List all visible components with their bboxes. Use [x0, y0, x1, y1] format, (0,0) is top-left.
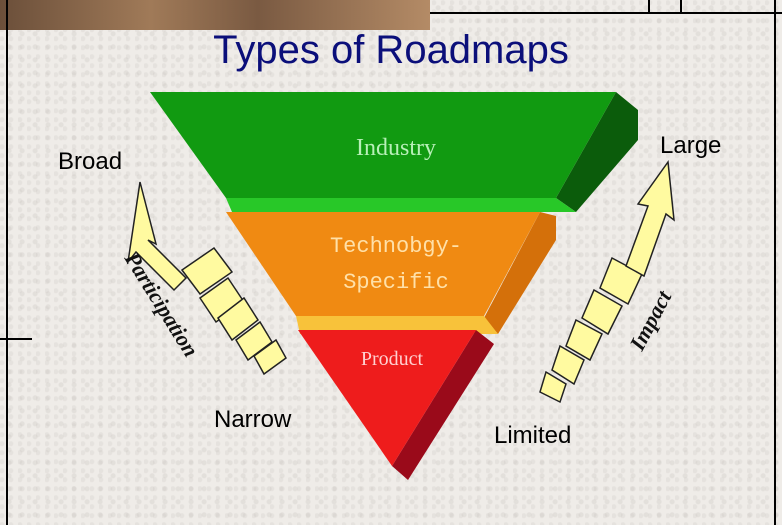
impact-segment-3 — [565, 318, 603, 362]
impact-segment-4 — [581, 288, 623, 336]
technology-layer: Technobgy- Specific — [226, 212, 556, 334]
participation-arrowhead — [126, 181, 188, 292]
header-photo-strip — [0, 0, 430, 30]
participation-arrow — [126, 181, 287, 376]
narrow-label: Narrow — [214, 406, 292, 433]
industry-side — [556, 92, 638, 212]
technology-label-line2: Specific — [343, 270, 449, 295]
participation-segment-5 — [253, 338, 287, 376]
product-face — [298, 330, 476, 466]
impact-segment-1 — [539, 370, 567, 404]
slide-title: Types of Roadmaps — [213, 28, 569, 72]
industry-bottom — [226, 198, 576, 212]
participation-segment-1 — [180, 246, 234, 296]
frame-top-right — [430, 12, 782, 14]
industry-layer: Industry — [150, 92, 638, 212]
impact-arrow — [539, 159, 675, 404]
limited-label: Limited — [494, 422, 572, 449]
frame-notch-b — [680, 0, 682, 14]
technology-side — [484, 212, 556, 334]
impact-segment-2 — [551, 344, 585, 386]
product-side — [392, 330, 494, 480]
technology-face — [226, 212, 540, 316]
participation-segment-3 — [216, 296, 260, 342]
frame-right — [774, 0, 776, 525]
impact-arrowhead — [625, 159, 675, 278]
frame-mid-left — [0, 338, 32, 340]
industry-label: Industry — [356, 135, 436, 161]
broad-label: Broad — [58, 148, 123, 175]
technology-label-line1: Technobgy- — [330, 234, 462, 259]
product-layer: Product — [298, 330, 494, 480]
frame-left — [6, 0, 8, 525]
technology-bottom — [296, 316, 498, 334]
large-label: Large — [660, 132, 722, 159]
product-label: Product — [361, 348, 424, 370]
industry-face — [150, 92, 616, 198]
frame-notch-a — [648, 0, 650, 14]
